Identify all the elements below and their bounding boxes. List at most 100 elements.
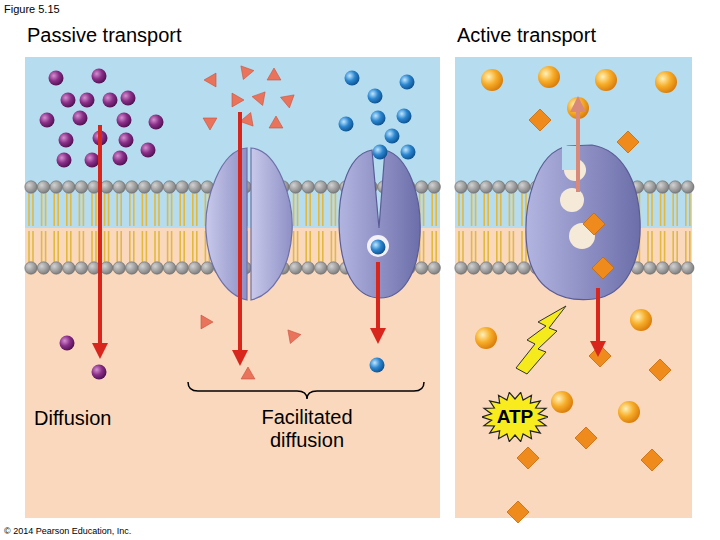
lipid-tail (45, 193, 47, 226)
channel-half (251, 148, 292, 300)
lipid-head (415, 181, 427, 193)
lipid-tail (66, 193, 68, 226)
lipid-tail (318, 193, 320, 226)
lipid-head (315, 181, 327, 193)
solute-molecule (73, 111, 88, 126)
energy-bolt (516, 306, 566, 374)
lipid-head (315, 262, 327, 274)
lipid-head (289, 262, 301, 274)
lipid-tail (146, 231, 148, 262)
solute-molecule (370, 358, 385, 373)
lipid-tail (120, 193, 122, 226)
lipid-head (467, 262, 479, 274)
solute-molecule (400, 75, 415, 90)
lipid-head (189, 262, 201, 274)
lipid-head (302, 262, 314, 274)
lipid-tail (154, 231, 156, 262)
lipid-head (176, 181, 188, 193)
solute-molecule (630, 309, 652, 331)
lipid-tail (689, 231, 691, 262)
arrow-head (570, 96, 586, 112)
lipid-head (455, 181, 467, 193)
solute-molecule (269, 116, 283, 128)
lipid-tail (647, 193, 649, 226)
lipid-head (37, 181, 49, 193)
lipid-tail (70, 193, 72, 226)
lipid-tail (458, 193, 460, 226)
lipid-tail (331, 231, 333, 262)
lipid-tail (458, 231, 460, 262)
lipid-head (63, 262, 75, 274)
solute-molecule (288, 330, 301, 344)
lipid-head (189, 181, 201, 193)
lipid-tail (475, 193, 477, 226)
lipid-tail (108, 231, 110, 262)
lipid-head (163, 181, 175, 193)
lipid-tail (120, 231, 122, 262)
lipid-tail (500, 231, 502, 262)
lipid-tail (651, 193, 653, 226)
solute-molecule (595, 69, 617, 91)
lipid-head (151, 181, 163, 193)
solute-molecule (475, 327, 497, 349)
solute-molecule (538, 66, 560, 88)
lipid-tail (305, 231, 307, 262)
lipid-tail (435, 193, 437, 226)
lipid-head (467, 181, 479, 193)
binding-site (367, 235, 389, 257)
solute-molecule (49, 71, 64, 86)
lipid-tail (171, 231, 173, 262)
lipid-tail (309, 193, 311, 226)
lipid-tail (676, 231, 678, 262)
lipid-tail (487, 231, 489, 262)
lipid-tail (192, 193, 194, 226)
solute-molecule (655, 71, 677, 93)
solute-molecule (368, 89, 383, 104)
solute-molecule (617, 131, 639, 153)
lipid-head (505, 262, 517, 274)
process-label: Diffusion (34, 407, 174, 430)
lipid-tail (196, 193, 198, 226)
panel-heading: Passive transport (27, 24, 182, 47)
lipid-tail (293, 193, 295, 226)
lipid-tail (660, 231, 662, 262)
lipid-head (644, 181, 656, 193)
lipid-head (669, 181, 681, 193)
lipid-tail (183, 193, 185, 226)
lipid-head (327, 262, 339, 274)
figure-number: Figure 5.15 (4, 3, 124, 16)
lipid-tail (179, 231, 181, 262)
lipid-head (644, 262, 656, 274)
solute-molecule (232, 93, 244, 107)
lipid-tail (660, 193, 662, 226)
lipid-tail (133, 193, 135, 226)
lipid-head (138, 262, 150, 274)
solute-molecule (85, 153, 100, 168)
solute-molecule (551, 391, 573, 413)
lipid-tail (95, 231, 97, 262)
solute-molecule (92, 365, 107, 380)
lipid-head (428, 262, 440, 274)
lipid-head (480, 262, 492, 274)
pump-in-arrow (596, 288, 600, 343)
solute-molecule (60, 336, 75, 351)
solute-molecule (592, 257, 614, 279)
lipid-tail (196, 231, 198, 262)
lipid-tail (66, 231, 68, 262)
lipid-tail (521, 231, 523, 262)
lipid-tail (462, 193, 464, 226)
lipid-head (505, 181, 517, 193)
channel-arrow (238, 112, 242, 352)
solute-molecule (507, 501, 529, 523)
lipid-tail (53, 193, 55, 226)
lipid-tail (91, 231, 93, 262)
molecules (40, 66, 678, 523)
lipid-tail (183, 231, 185, 262)
lipid-tail (192, 231, 194, 262)
panel-heading: Active transport (457, 24, 596, 47)
energy-label: ATP (497, 406, 534, 428)
pump-body (526, 145, 640, 300)
lipid-head (518, 181, 530, 193)
pump-pocket (560, 188, 584, 212)
